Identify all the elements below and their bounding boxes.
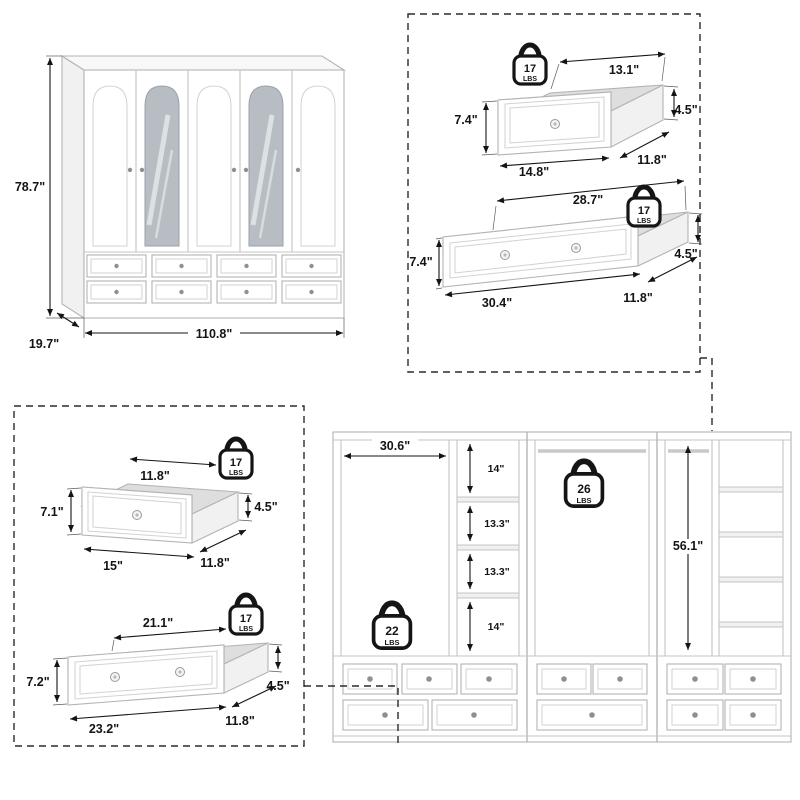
hanging-height-label: 56.1" — [673, 539, 703, 553]
drawer-front-face — [67, 644, 225, 706]
bottom-width-label: 14.8" — [519, 165, 549, 179]
shelf-gap-label: 14" — [488, 621, 505, 633]
weight-value-label: 17 — [524, 63, 536, 75]
left-compartment-width-label: 30.6" — [380, 439, 410, 453]
side-height-label: 4.5" — [266, 679, 289, 693]
wardrobe-door-panel — [92, 85, 128, 247]
front-height-label: 7.4" — [409, 255, 432, 269]
wardrobe-door-panel — [196, 85, 232, 247]
top-width-label: 28.7" — [573, 193, 603, 207]
wardrobe-drawer-fronts — [86, 254, 342, 304]
interior-dimensions — [344, 439, 709, 651]
small-drawer-3d-illustration-bottom: 17 LBS 11.8" 7.1" 4.5" 15" 11.8" — [40, 439, 278, 573]
side-height-label: 4.5" — [674, 247, 697, 261]
kettlebell-weight-icon: 26 LBS — [566, 461, 603, 506]
top-width-label: 13.1" — [609, 63, 639, 77]
bottom-width-label: 15" — [103, 559, 123, 573]
bottom-width-label: 30.4" — [482, 296, 512, 310]
wardrobe-top-face — [60, 55, 346, 71]
front-height-label: 7.2" — [26, 675, 49, 689]
shelf-gap-label: 13.3" — [484, 566, 509, 578]
weight-value-label: 22 — [385, 624, 399, 638]
depth-label: 11.8" — [637, 153, 667, 167]
top-right-callout-box — [407, 13, 701, 373]
weight-unit-label: LBS — [229, 470, 243, 477]
main-wardrobe-dimensions — [46, 55, 345, 341]
weight-unit-label: LBS — [523, 76, 537, 83]
weight-unit-label: LBS — [637, 218, 651, 225]
long-drawer-3d-illustration-bottom: 17 LBS 21.1" 7.2" 4.5" 23.2" 11.8" — [26, 595, 290, 736]
side-height-label: 4.5" — [674, 103, 697, 117]
main-wardrobe-illustration: 78.7" 110.8" 19.7" — [15, 54, 346, 351]
interior-drawer-fronts — [342, 663, 782, 731]
kettlebell-weight-icon: 17 LBS — [230, 595, 262, 634]
weight-unit-label: LBS — [385, 638, 400, 647]
callout-connector-line — [304, 685, 399, 747]
drawer-dimensions — [66, 456, 253, 560]
wardrobe-height-label: 78.7" — [15, 180, 45, 194]
shelf-column-left — [456, 496, 520, 599]
interior-body — [332, 431, 792, 743]
long-drawer-3d-illustration-top: 17 LBS 28.7" 7.4" 4.5" 30.4" 11.8" — [409, 178, 703, 310]
depth-label: 11.8" — [200, 556, 230, 570]
kettlebell-weight-icon: 22 LBS — [374, 603, 411, 648]
front-height-label: 7.1" — [40, 505, 63, 519]
kettlebell-weight-icon: 17 LBS — [220, 439, 252, 478]
shelf-gap-label: 14" — [488, 463, 505, 475]
kettlebell-weight-icon: 17 LBS — [514, 45, 546, 84]
top-width-label: 21.1" — [143, 616, 173, 630]
depth-label: 11.8" — [623, 291, 653, 305]
wardrobe-door-panel — [300, 85, 336, 247]
label-backdrop — [667, 539, 709, 554]
depth-label: 11.8" — [225, 714, 255, 728]
weight-value-label: 17 — [230, 457, 242, 469]
wardrobe-side-face — [61, 54, 85, 320]
label-backdrop — [188, 326, 240, 341]
front-height-label: 7.4" — [454, 113, 477, 127]
drawer-dimensions — [52, 626, 283, 722]
wardrobe-depth-label: 19.7" — [29, 337, 59, 351]
weight-value-label: 17 — [638, 205, 650, 217]
bottom-width-label: 23.2" — [89, 722, 119, 736]
interior-wardrobe-illustration: 30.6" 14" 13.3" 13.3" 14" 56.1" 26 LBS 2… — [332, 431, 792, 743]
wardrobe-width-label: 110.8" — [196, 327, 233, 341]
bottom-left-callout-box — [13, 405, 305, 747]
weight-value-label: 17 — [240, 613, 252, 625]
weight-unit-label: LBS — [577, 496, 592, 505]
shelf-gap-label: 13.3" — [484, 518, 509, 530]
shelf-column-right — [718, 486, 784, 628]
label-backdrop — [372, 439, 418, 452]
drawer-dimensions — [481, 51, 679, 169]
drawer-dimensions — [435, 178, 703, 298]
weight-value-label: 26 — [577, 482, 591, 496]
top-width-label: 11.8" — [140, 469, 170, 483]
callout-connector-line — [700, 357, 713, 431]
side-height-label: 4.5" — [254, 500, 277, 514]
kettlebell-weight-icon: 17 LBS — [628, 187, 660, 226]
weight-unit-label: LBS — [239, 626, 253, 633]
small-drawer-3d-illustration-top: 17 LBS 13.1" 7.4" 4.5" 14.8" 11.8" — [454, 45, 698, 179]
